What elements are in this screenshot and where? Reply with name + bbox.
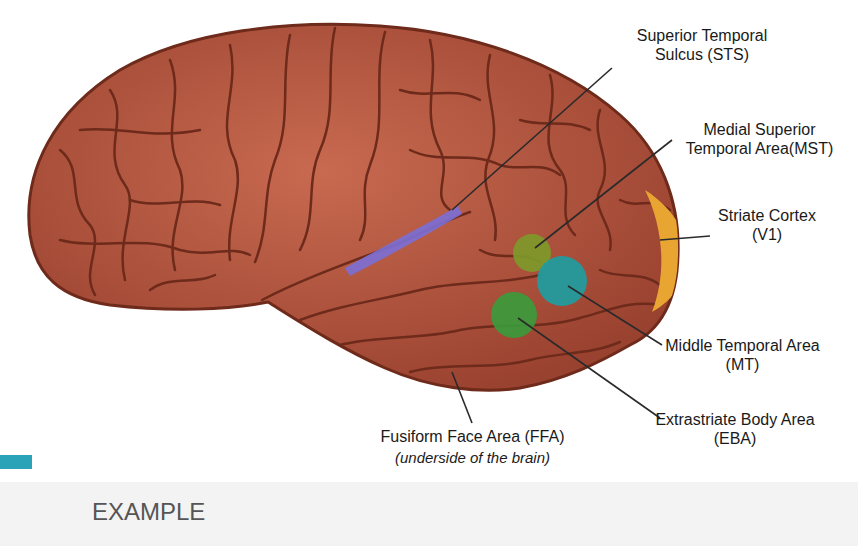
footer-band [0, 482, 858, 546]
brain-outline [29, 24, 678, 390]
gyri [60, 28, 670, 372]
region-label: Striate Cortex (V1) [712, 206, 822, 244]
region-label: Extrastriate Body Area (EBA) [655, 410, 815, 448]
mt-region [537, 256, 587, 306]
leader-lines [452, 68, 710, 423]
sts-region [345, 206, 462, 276]
region-label: Middle Temporal Area (MT) [660, 336, 825, 374]
eba-region [491, 292, 537, 338]
region-label: Medial Superior Temporal Area(MST) [672, 120, 847, 158]
region-label: Superior Temporal Sulcus (STS) [612, 26, 792, 64]
slide-label: EXAMPLE [92, 498, 262, 525]
v1-region [645, 190, 687, 312]
region-label: Fusiform Face Area (FFA) [350, 427, 595, 446]
region-note: (underside of the brain) [350, 449, 595, 467]
accent-bar [0, 455, 32, 469]
